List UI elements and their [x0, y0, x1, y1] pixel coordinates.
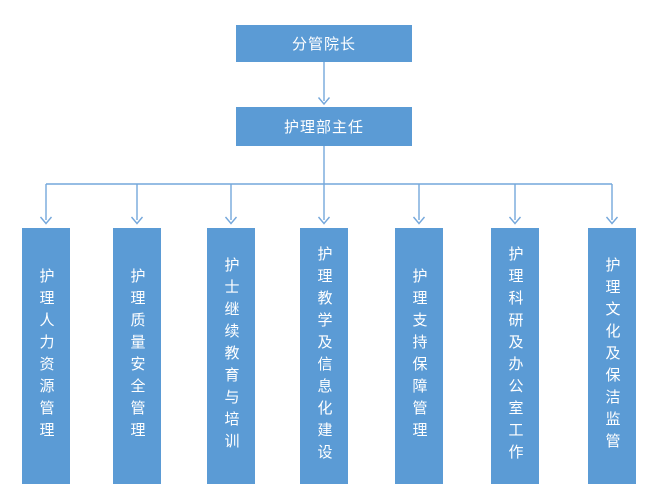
dept-label: 护理支持保障管理 [410, 268, 428, 444]
arrow-down-icon [317, 216, 331, 225]
dept-label: 护理文化及保洁监管 [603, 257, 621, 455]
node-manager: 护理部主任 [236, 107, 412, 146]
dept-label: 护理质量安全管理 [128, 268, 146, 444]
arrow-down-icon [39, 216, 53, 225]
node-dept-education-training: 护士继续教育与培训 [207, 228, 255, 484]
dept-label: 护理教学及信息化建设 [315, 246, 333, 466]
node-dept-support: 护理支持保障管理 [395, 228, 443, 484]
node-root: 分管院长 [236, 25, 412, 62]
arrow-down-icon [130, 216, 144, 225]
node-root-label: 分管院长 [291, 36, 356, 53]
dept-label: 护理科研及办公室工作 [506, 246, 524, 466]
node-dept-quality-safety: 护理质量安全管理 [113, 228, 161, 484]
arrow-down-icon [508, 216, 522, 225]
node-dept-hr: 护理人力资源管理 [22, 228, 70, 484]
node-dept-research-office: 护理科研及办公室工作 [491, 228, 539, 484]
arrow-down-icon [605, 216, 619, 225]
connector-manager-to-departments [39, 146, 619, 225]
node-dept-teaching-informatization: 护理教学及信息化建设 [300, 228, 348, 484]
arrow-down-icon [317, 97, 331, 106]
connector-root-to-manager [317, 62, 331, 106]
arrow-down-icon [224, 216, 238, 225]
arrow-down-icon [412, 216, 426, 225]
dept-label: 护士继续教育与培训 [222, 257, 240, 455]
node-dept-culture-cleaning: 护理文化及保洁监管 [588, 228, 636, 484]
dept-label: 护理人力资源管理 [37, 268, 55, 444]
node-manager-label: 护理部主任 [283, 119, 364, 136]
